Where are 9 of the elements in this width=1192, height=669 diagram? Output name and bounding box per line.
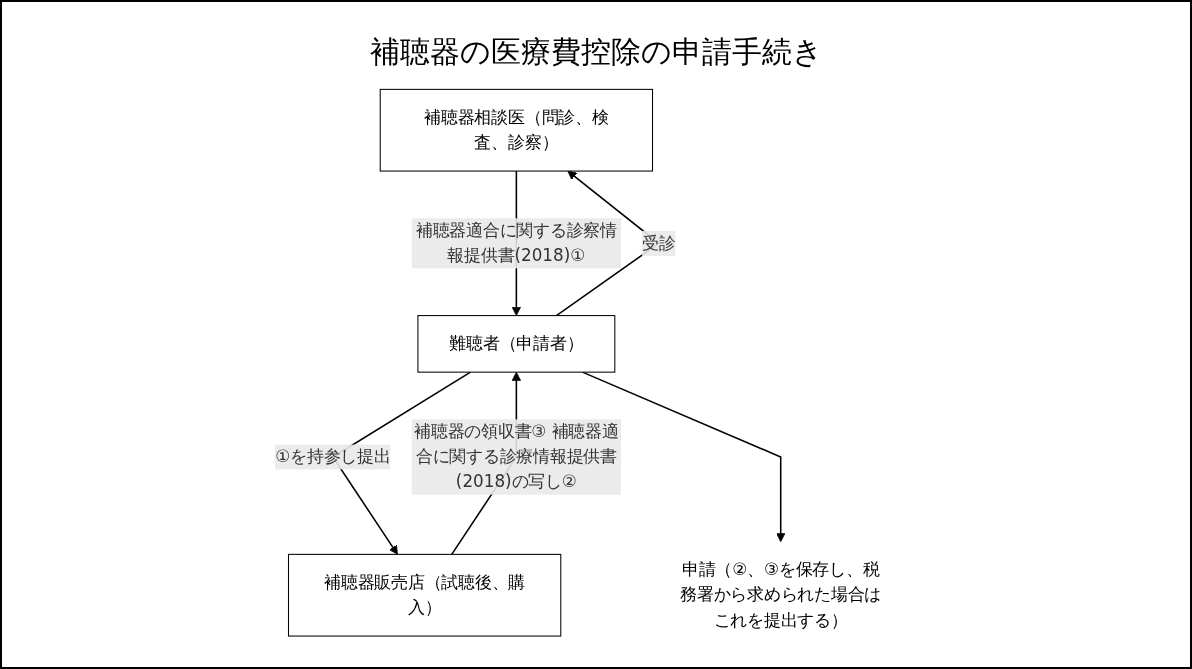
node-box: 補聴器相談医（問診、検査、診察）	[379, 88, 654, 172]
edge-label: 受診	[642, 232, 676, 253]
node-box: 補聴器販売店（試聴後、購入）	[287, 553, 562, 637]
edge-label: 補聴器の領収書③ 補聴器適合に関する診療情報提供書(2018)の写し②	[414, 421, 619, 492]
node-box: 難聴者（申請者）	[417, 315, 616, 373]
edge-label: 補聴器適合に関する診察情報提供書(2018)①	[415, 220, 617, 266]
edge-label: ①を持参し提出	[275, 446, 391, 467]
diagram-title: 補聴器の医療費控除の申請手続き	[369, 33, 823, 71]
node-text: 申請（②、③を保存し、税務署から求められた場合はこれを提出する）	[680, 559, 882, 630]
